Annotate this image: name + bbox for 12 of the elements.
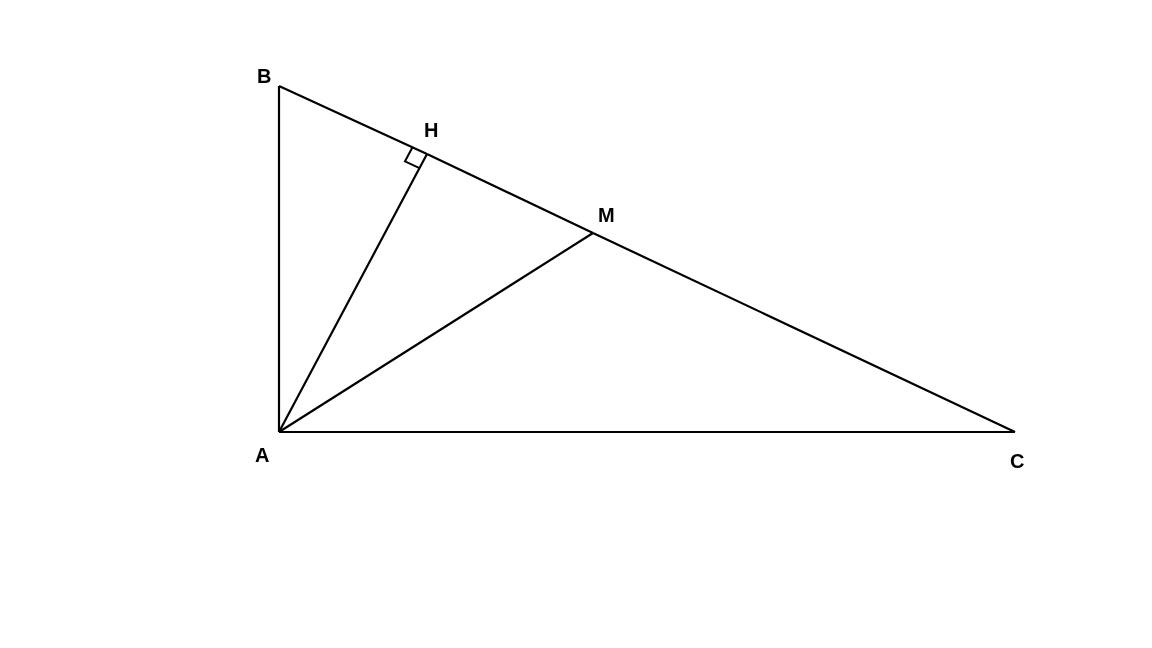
point-label: B: [257, 65, 272, 87]
point-label: C: [1010, 450, 1025, 472]
line-segment: [278, 85, 428, 155]
point-label: A: [255, 444, 270, 466]
point-label: M: [598, 204, 615, 226]
point-label: H: [424, 119, 439, 141]
line-segment: [426, 153, 594, 234]
line-segment: [278, 232, 594, 433]
line-segment: [592, 232, 1016, 433]
line-segment: [278, 153, 428, 433]
line-segment: [277, 86, 281, 432]
line-segment: [279, 430, 1015, 434]
